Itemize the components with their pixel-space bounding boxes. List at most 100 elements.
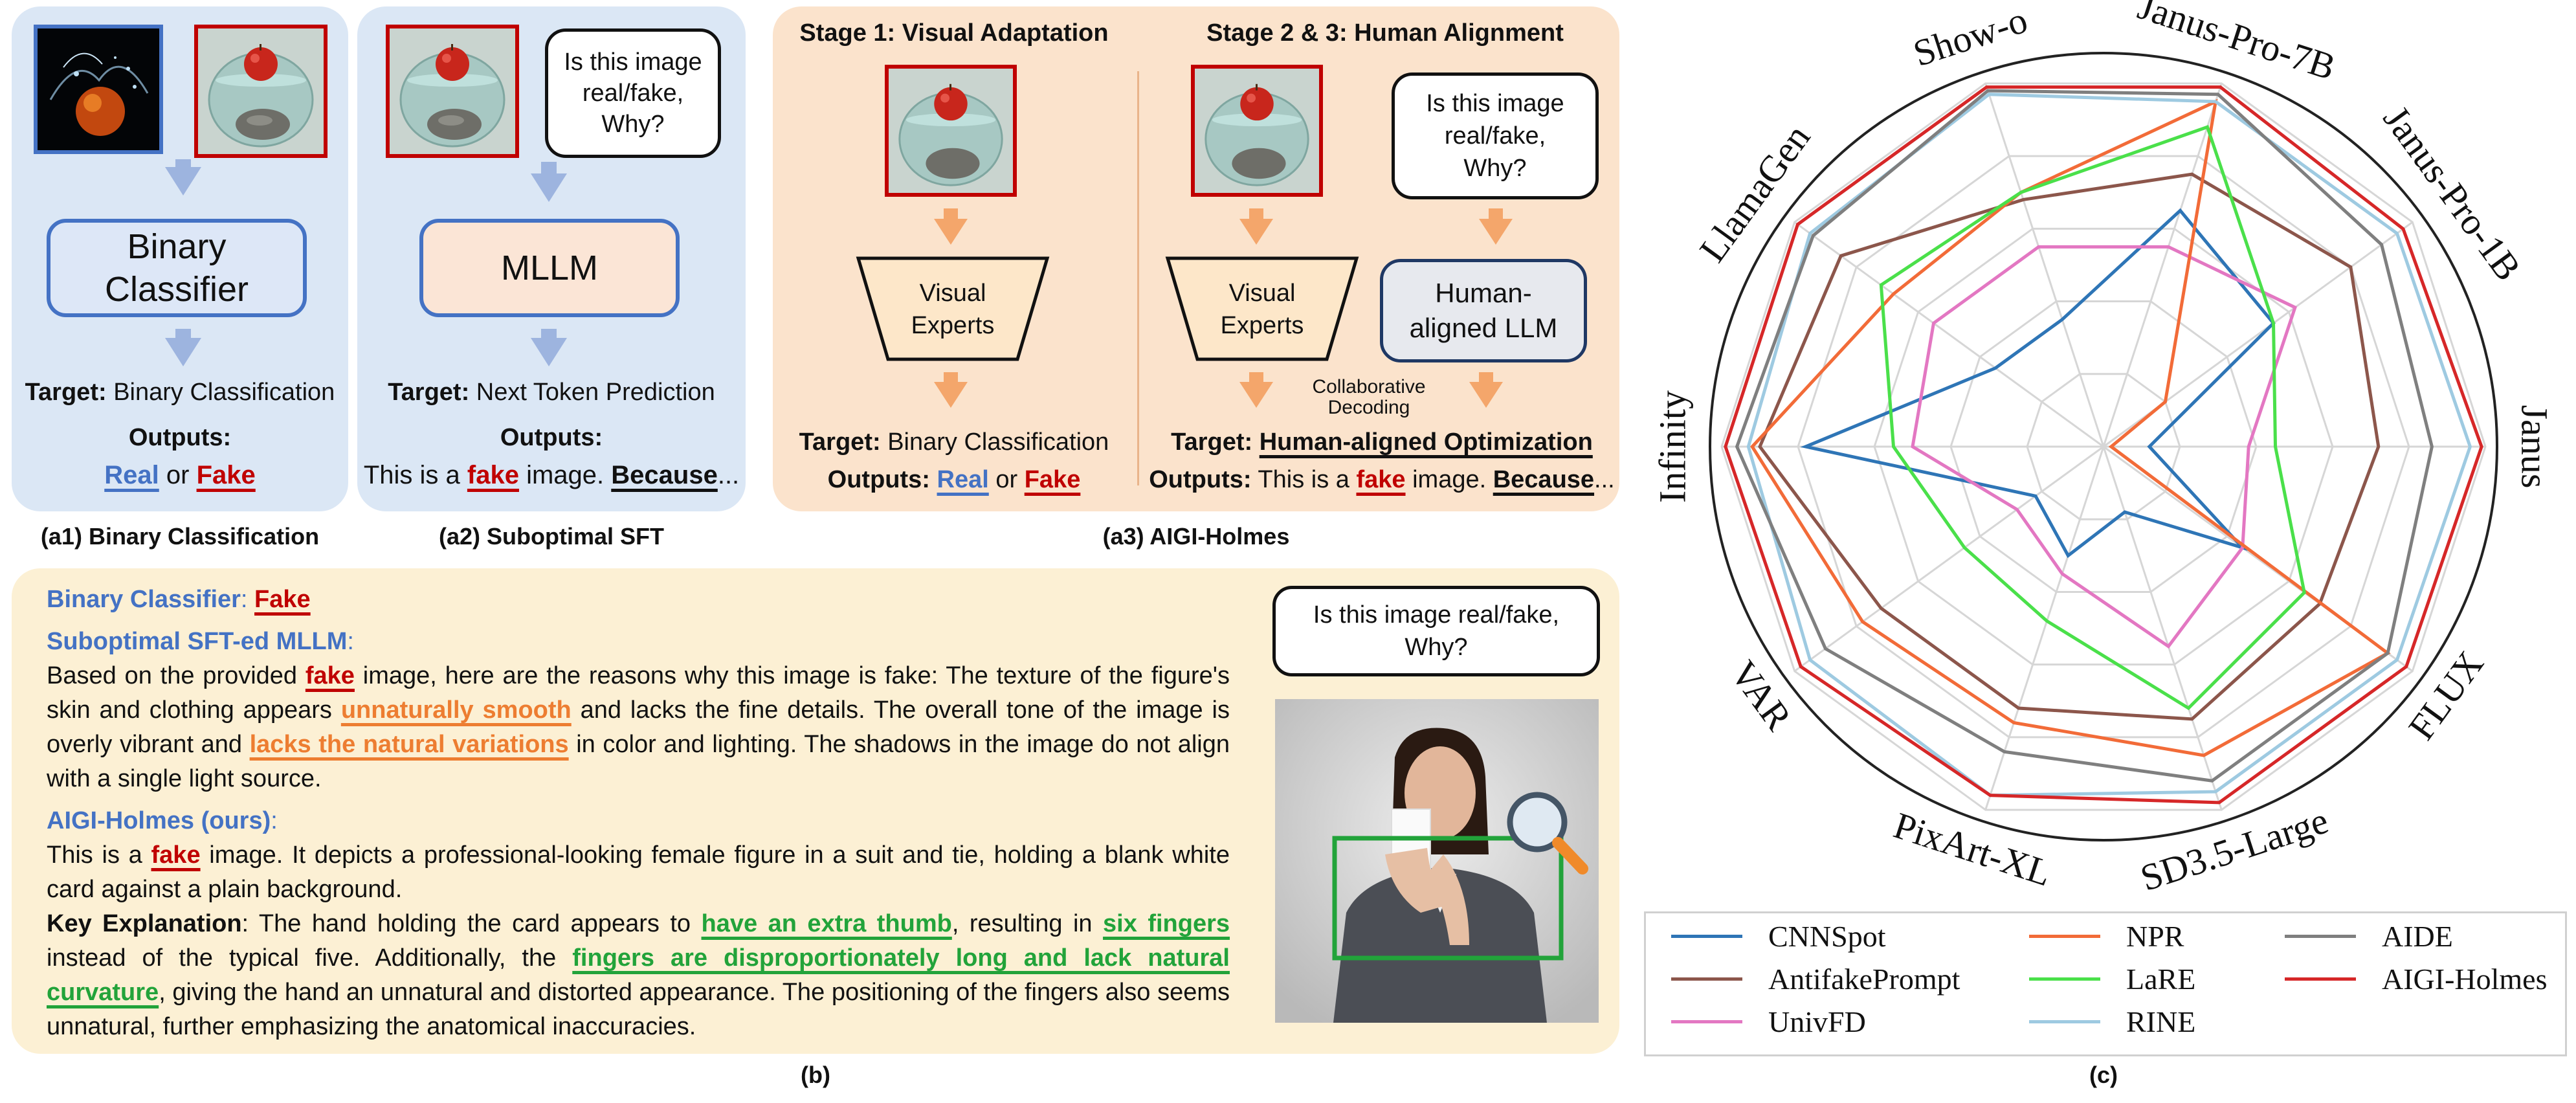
radar-series-aide [1735,89,2434,783]
visual-experts-trapezoid-s23 [1165,256,1359,361]
apple-bowl-image-s1 [885,65,1017,197]
arrow-stem-s23-1 [1249,208,1263,221]
target-label: Target: [25,379,107,406]
legend-box [1644,911,2567,1056]
caption-a2: (a2) Suboptimal SFT [438,523,664,550]
radar-chart: JanusJanus-Pro-1BJanus-Pro-7BShow-oLlama… [1651,0,2556,900]
out-pre: This is a [1258,466,1349,493]
out-fake: fake [1356,466,1406,493]
apple-bowl-image-s23 [1191,65,1323,197]
target-value: Binary Classification [887,429,1109,456]
legend-swatch [2285,977,2356,981]
key-p4: , giving the hand an unnatural and disto… [47,979,1230,1040]
bc-label: Binary Classifier [47,586,241,613]
target-value: Next Token Prediction [476,379,715,406]
sft-smooth: unnaturally smooth [340,696,572,724]
key-p1: : The hand holding the card appears to [241,910,691,937]
radar-axis-label: Janus-Pro-7B [2133,0,2340,88]
legend-swatch [2029,935,2100,938]
arrow-down-a2-1 [531,173,567,202]
h-p1: This is a [47,841,142,869]
legend-swatch [1671,935,1742,938]
question-box-a3: Is this image real/fake, Why? [1392,72,1599,199]
radar-spoke [1984,446,2105,810]
sft-p4: in color and lighting. The shadows in th… [47,731,1230,792]
b-text-column: Binary Classifier: Fake Suboptimal SFT-e… [47,583,1230,1044]
out-ellipsis: ... [717,461,740,489]
arrow-down-s1-2 [934,382,968,408]
out-or: or [995,466,1018,493]
key-thumb: have an extra thumb [701,910,952,937]
radar-axis-label: FLUX [2400,643,2492,748]
sft-heading: Suboptimal SFT-ed MLLM: [47,625,1230,659]
caption-c: (c) [2089,1062,2118,1088]
radar-axis-label: LlamaGen [1691,117,1818,269]
arrow-stem-1 [175,159,191,170]
legend-item: RINE [2029,1005,2195,1039]
visual-experts-label-s1: Visual Experts [911,279,995,339]
collaborative-decoding-label: Collaborative Decoding [1288,377,1450,418]
radar-axis-label: Janus-Pro-1B [2375,98,2529,289]
apple-bowl-image-a2 [386,25,519,158]
arrow-stem-2 [175,329,191,340]
legend-label: RINE [2126,1005,2196,1038]
h-p2: image. It depicts a professional-looking… [47,841,1230,903]
arrow-down-a2-2 [531,338,567,366]
radar-spoke [2102,446,2223,810]
sft-variations: lacks the natural variations [249,731,569,758]
classifier-line1: Binary [127,227,227,266]
key-six: six fingers [1103,910,1230,937]
legend-swatch [1671,1020,1742,1023]
holmes-heading: AIGI-Holmes (ours): [47,804,1230,838]
stage-divider [1137,71,1139,485]
holmes-paragraph: This is a fake image. It depicts a profe… [47,838,1230,907]
target-label: Target: [1171,429,1253,456]
out-because: Because [1493,466,1595,493]
arrow-stem-a2-2 [541,329,557,340]
arrow-down-2 [165,338,201,366]
a3-outputs1: Outputs: Real or Fake [773,466,1135,494]
caption-a3: (a3) AIGI-Holmes [1102,523,1290,550]
radar-axis-label: Infinity [1651,390,1693,503]
radar-spoke [1793,445,2104,673]
legend-label: LaRE [2126,963,2196,996]
a1-outputs-label: Outputs: [128,424,232,451]
radar-axis-label: Janus [2514,405,2556,489]
caption-b: (b) [801,1062,830,1088]
holmes-colon: : [271,807,278,834]
sft-colon: : [347,628,354,655]
legend-item: AIDE [2285,919,2453,953]
human-aligned-llm-box: Human-aligned LLM [1380,259,1587,362]
arrow-down-1 [165,167,201,195]
woman-holding-card-image [1275,699,1599,1023]
legend-label: UnivFD [1768,1005,1866,1038]
legend-label: NPR [2126,920,2184,953]
sft-fake: fake [305,662,355,689]
bc-value: Fake [254,586,311,613]
legend-swatch [2285,935,2356,938]
out-because: Because [611,461,718,489]
sft-p3: and lacks the fine details. The overall … [47,696,1230,758]
radar-series-univfd [1911,245,2298,649]
a2-target: Target: Next Token Prediction [357,379,746,407]
arrow-down-s23-2 [1479,219,1513,245]
target-label: Target: [388,379,470,406]
a3-target2: Target: Human-aligned Optimization [1146,429,1618,456]
output-real: Real [104,461,159,489]
radar-series-aigi-holmes [1724,85,2483,805]
question-box-a2: Is this image real/fake, Why? [545,28,721,158]
legend-item: UnivFD [1671,1005,1866,1039]
bc-line: Binary Classifier: Fake [47,583,1230,617]
out-mid: image. [526,461,605,489]
legend-label: AIGI-Holmes [2382,963,2548,996]
legend-item: AntifakePrompt [1671,962,1960,996]
h-fake: fake [151,841,201,869]
legend-swatch [2029,1020,2100,1023]
radar-series-lare [1879,125,2306,711]
out-mid: image. [1412,466,1487,493]
arrow-stem-s23-2 [1489,208,1503,221]
radar-axis-label: SD3.5-Large [2135,799,2333,900]
visual-experts-trapezoid-s1 [856,256,1050,361]
legend-label: CNNSpot [1768,920,1886,953]
arrow-down-s1-1 [934,219,968,245]
